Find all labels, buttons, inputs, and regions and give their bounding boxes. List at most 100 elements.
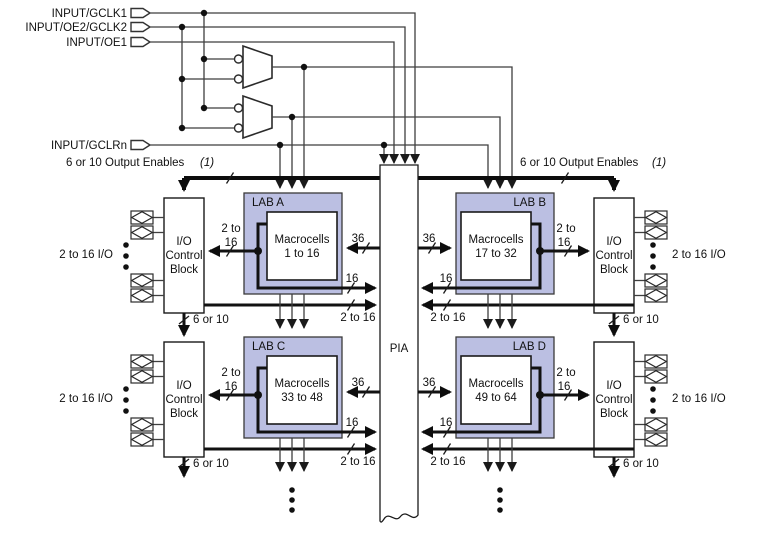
io-block-text: Block xyxy=(600,264,628,276)
macrocells-box xyxy=(460,211,532,281)
io-bank-label: 2 to 16 I/O xyxy=(672,249,726,261)
io-block-text: I/O xyxy=(606,236,621,248)
io-block-text: Control xyxy=(595,250,632,262)
ellipsis-icon xyxy=(650,242,656,270)
ellipsis-icon xyxy=(650,386,656,414)
width-label: 2 to 16 xyxy=(340,312,375,324)
mux1-out-net xyxy=(272,66,517,189)
ellipsis-icon xyxy=(123,386,129,414)
lab-d-down-arrows xyxy=(483,438,517,472)
width-label: 36 xyxy=(423,377,436,389)
quadrant-upper-right: I/O Control Block 2 to 16 I/O LAB B Macr… xyxy=(418,192,726,337)
lab-b-down-arrows xyxy=(483,294,517,329)
oe-bus-label-left: 6 or 10 Output Enables xyxy=(66,157,185,169)
io-bank-label: 2 to 16 I/O xyxy=(59,393,113,405)
global-routing xyxy=(150,9,517,189)
lab-to-pia-16-line xyxy=(256,366,377,438)
width-label: 36 xyxy=(352,233,365,245)
width-label: 2 to xyxy=(221,223,240,235)
quadrant-upper-left: I/O Control Block 2 to 16 I/O LAB A Macr… xyxy=(59,192,380,337)
pia-block xyxy=(379,164,419,523)
pia: PIA xyxy=(379,164,419,523)
macrocells-range: 49 to 64 xyxy=(475,392,517,404)
width-label: 6 or 10 xyxy=(623,314,659,326)
width-label: 16 xyxy=(225,237,238,249)
mux-input-bubbles xyxy=(233,54,244,133)
macrocells-label: Macrocells xyxy=(275,378,330,390)
lab-c-title: LAB C xyxy=(252,341,285,353)
width-label: 6 or 10 xyxy=(193,314,229,326)
input-pin-icon xyxy=(130,36,152,48)
width-label: 2 to xyxy=(556,223,575,235)
width-label: 2 to 16 xyxy=(430,312,465,324)
io-cell-icons xyxy=(634,210,668,303)
mux-icon xyxy=(242,94,273,140)
ellipsis-icon xyxy=(123,242,129,270)
io-block-text: Block xyxy=(170,408,198,420)
io-block-text: Control xyxy=(165,394,202,406)
input-label-oe2gclk2: INPUT/OE2/GCLK2 xyxy=(25,22,127,34)
io-cell-icons xyxy=(130,354,164,447)
lab-to-pia-16-line xyxy=(421,366,542,438)
macrocells-range: 1 to 16 xyxy=(284,248,319,260)
macrocells-box xyxy=(266,211,338,281)
width-label: 16 xyxy=(440,273,453,285)
mux2-out-net xyxy=(272,116,505,189)
width-label: 36 xyxy=(352,377,365,389)
mux-icon xyxy=(242,44,273,90)
io-block-text: Control xyxy=(165,250,202,262)
io-bank-label: 2 to 16 I/O xyxy=(672,393,726,405)
gclk2-net xyxy=(150,26,410,164)
io-block-text: I/O xyxy=(176,380,191,392)
lab-a-title: LAB A xyxy=(252,197,284,209)
width-label: 2 to 16 xyxy=(340,456,375,468)
io-block-text: Block xyxy=(600,408,628,420)
macrocells-label: Macrocells xyxy=(275,234,330,246)
ellipsis-icon xyxy=(289,487,295,513)
input-label-gclrn: INPUT/GCLRn xyxy=(51,140,127,152)
macrocells-label: Macrocells xyxy=(469,378,524,390)
quadrant-lower-left: I/O Control Block 2 to 16 I/O LAB C Macr… xyxy=(59,336,380,513)
io-control-block xyxy=(593,197,635,314)
io-bank-label: 2 to 16 I/O xyxy=(59,249,113,261)
io-block-text: I/O xyxy=(606,380,621,392)
lab-to-pia-16-line xyxy=(421,222,542,294)
lab-d-title: LAB D xyxy=(513,341,546,353)
oe-bus: 6 or 10 Output Enables (1) 6 or 10 Outpu… xyxy=(66,157,666,192)
quadrant-lower-right: I/O Control Block 2 to 16 I/O LAB D Macr… xyxy=(418,336,726,513)
width-label: 16 xyxy=(558,237,571,249)
lab-c-down-arrows xyxy=(275,438,309,472)
io-block-text: I/O xyxy=(176,236,191,248)
width-label: 16 xyxy=(558,381,571,393)
width-label: 6 or 10 xyxy=(193,458,229,470)
lab-to-pia-16-line xyxy=(256,222,377,294)
input-label-gclk1: INPUT/GCLK1 xyxy=(52,8,127,20)
width-label: 36 xyxy=(423,233,436,245)
input-label-oe1: INPUT/OE1 xyxy=(66,37,127,49)
io-cell-icons xyxy=(130,210,164,303)
input-section: INPUT/GCLK1 INPUT/OE2/GCLK2 INPUT/OE1 IN… xyxy=(25,7,152,152)
input-pin-icon xyxy=(130,7,152,19)
lab-a-down-arrows xyxy=(275,294,309,329)
oe-bus-label-right: 6 or 10 Output Enables xyxy=(520,157,639,169)
macrocells-box xyxy=(266,355,338,425)
lab-b-title: LAB B xyxy=(513,197,546,209)
width-label: 2 to 16 xyxy=(430,456,465,468)
width-label: 16 xyxy=(346,417,359,429)
ellipsis-icon xyxy=(497,487,503,513)
input-pin-icon xyxy=(130,139,152,151)
io-cell-icons xyxy=(634,354,668,447)
io-block-text: Block xyxy=(170,264,198,276)
gclk1-net xyxy=(150,12,420,164)
junction-dots xyxy=(178,9,388,149)
macrocells-box xyxy=(460,355,532,425)
width-label: 16 xyxy=(225,381,238,393)
oe-bus-note-left: (1) xyxy=(200,157,214,169)
input-pin-icon xyxy=(130,21,152,33)
gclrn-net xyxy=(150,144,493,189)
oe-bus-note-right: (1) xyxy=(652,157,666,169)
width-label: 2 to xyxy=(221,367,240,379)
width-label: 6 or 10 xyxy=(623,458,659,470)
